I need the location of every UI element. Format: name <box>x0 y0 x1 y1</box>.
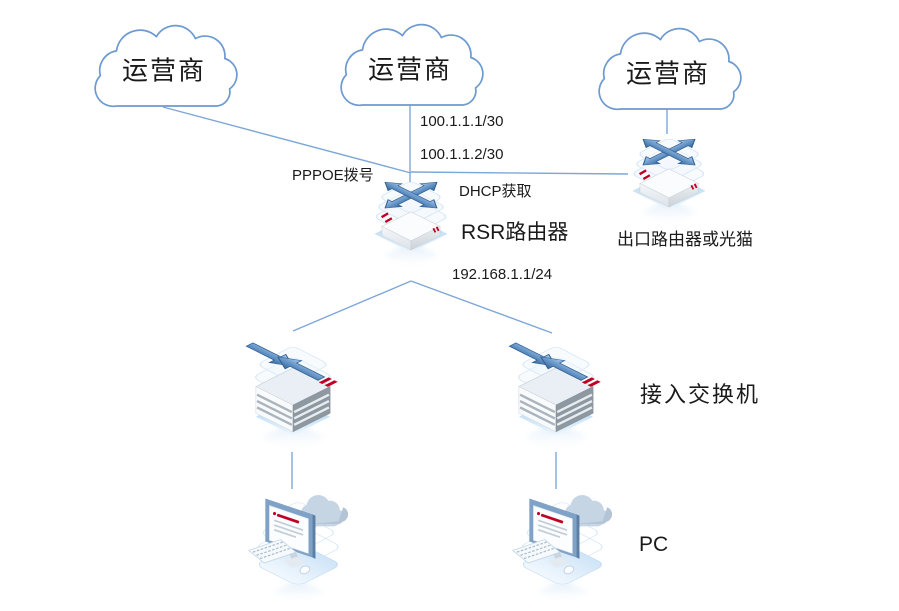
wan-ip-2-label: 100.1.1.2/30 <box>420 146 504 163</box>
lan-ip-label: 192.168.1.1/24 <box>452 266 553 283</box>
wan-ip-1-label: 100.1.1.1/30 <box>420 113 504 130</box>
link-cloud1-rsr-router <box>162 106 412 174</box>
link-rsr-router-switch-right <box>410 280 553 334</box>
dhcp-obtain-label: DHCP获取 <box>459 183 532 200</box>
rsr-router-label: RSR路由器 <box>461 221 569 244</box>
link-rsr-router-switch-left <box>292 280 412 332</box>
pc-left-icon <box>237 483 355 606</box>
isp-cloud-2-label: 运营商 <box>367 55 453 85</box>
exit-router-icon <box>615 122 723 234</box>
link-rsr-router-exit-router <box>410 171 629 175</box>
access-switch-right-icon <box>498 333 614 454</box>
isp-cloud-1-label: 运营商 <box>121 56 207 86</box>
isp-cloud-3-label: 运营商 <box>625 59 711 89</box>
pc-label: PC <box>639 533 669 556</box>
pppoe-dial-label: PPPOE拨号 <box>292 167 374 184</box>
pc-right-icon <box>501 483 619 606</box>
exit-router-label: 出口路由器或光猫 <box>617 230 753 249</box>
access-switch-label: 接入交换机 <box>640 382 761 407</box>
access-switch-left-icon <box>235 333 351 454</box>
